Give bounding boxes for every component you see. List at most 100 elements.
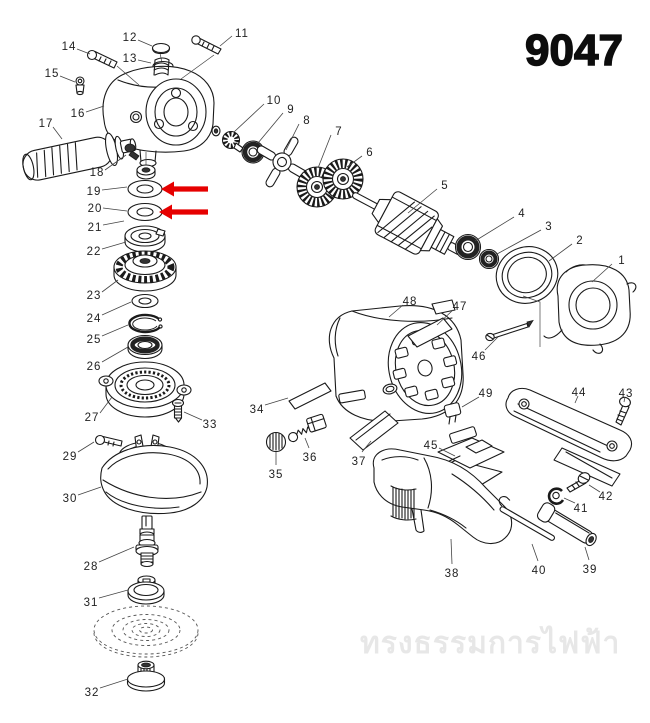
screw-43-drawing — [615, 396, 631, 426]
leader-line-part-46 — [484, 336, 499, 351]
leader-line-part-2 — [548, 243, 573, 262]
bolt-11-drawing — [180, 35, 222, 80]
highlight-arrow-part-20 — [159, 204, 208, 220]
flat-washer-19-drawing — [127, 179, 163, 199]
leader-line-part-37 — [361, 440, 372, 453]
screw-42-drawing — [566, 472, 591, 493]
part-label-21: 21 — [88, 222, 103, 234]
grinding-wheel-dashed-drawing — [93, 605, 199, 658]
leader-line-part-36 — [304, 437, 310, 449]
part-label-15: 15 — [45, 68, 60, 80]
ball-bearing-26-drawing — [127, 334, 163, 360]
part-label-8: 8 — [303, 115, 310, 127]
part-label-25: 25 — [87, 334, 102, 346]
screw-33-drawing — [171, 398, 185, 423]
leader-line-part-49 — [461, 396, 480, 408]
handle-cover-44-drawing — [505, 387, 633, 487]
rear-handle-38-drawing — [372, 448, 513, 545]
tube-39-drawing — [536, 502, 597, 547]
part-label-31: 31 — [84, 597, 99, 609]
part-label-38: 38 — [445, 568, 460, 580]
leader-line-part-7 — [317, 134, 332, 169]
part-label-27: 27 — [85, 412, 100, 424]
ball-bearing-3-drawing — [478, 248, 500, 270]
leader-line-part-45 — [438, 447, 456, 457]
leader-line-part-17 — [52, 126, 63, 140]
spacer-ring-drawing — [136, 164, 156, 180]
lock-nut-32-drawing — [126, 660, 166, 692]
leader-line-part-16 — [85, 105, 105, 113]
retainer-ring-21-22-drawing — [124, 225, 166, 253]
part-label-6: 6 — [366, 147, 373, 159]
part-label-11: 11 — [235, 28, 249, 40]
bolt-14-drawing — [86, 49, 140, 86]
brush-cap-35-drawing — [265, 431, 287, 453]
leader-line-part-40 — [531, 543, 539, 562]
part-label-7: 7 — [335, 126, 342, 138]
crown-gear-6-drawing — [322, 158, 364, 200]
part-label-48: 48 — [403, 296, 418, 308]
wheel-guard-30-drawing — [100, 434, 208, 515]
part-label-30: 30 — [63, 493, 78, 505]
leader-line-part-31 — [98, 589, 129, 599]
plug-15-drawing — [75, 76, 85, 96]
part-label-47: 47 — [453, 301, 468, 313]
leader-line-part-8 — [285, 123, 300, 151]
leader-line-part-6 — [346, 155, 363, 168]
leader-line-part-44 — [574, 395, 579, 404]
leader-line-part-21 — [102, 220, 125, 226]
leader-line-part-27 — [99, 396, 113, 414]
part-label-23: 23 — [87, 290, 102, 302]
leader-line-part-4 — [474, 216, 515, 242]
part-label-41: 41 — [574, 503, 589, 515]
leader-line-part-43 — [623, 396, 626, 403]
leader-line-part-28 — [98, 546, 135, 563]
part-label-16: 16 — [71, 108, 86, 120]
part-label-3: 3 — [545, 221, 552, 233]
model-number-title: 9047 — [524, 25, 623, 76]
baffle-ring-2-drawing — [495, 246, 559, 304]
part-label-44: 44 — [572, 387, 587, 399]
part-label-34: 34 — [250, 404, 265, 416]
part-label-1: 1 — [618, 255, 625, 267]
highlight-arrows — [159, 181, 208, 220]
name-plate-34-drawing — [288, 382, 332, 410]
leader-line-part-41 — [563, 497, 576, 504]
part-label-42: 42 — [599, 491, 614, 503]
leader-line-part-39 — [584, 546, 590, 561]
leader-line-part-42 — [588, 484, 601, 493]
motor-housing-48-drawing — [328, 299, 464, 422]
carbon-brush-36-drawing — [288, 413, 327, 443]
flat-washer-20-drawing — [127, 202, 163, 222]
pinion-washer-drawing — [211, 125, 221, 137]
part-label-2: 2 — [576, 235, 583, 247]
part-label-12: 12 — [123, 32, 138, 44]
pinion-gear-10-drawing — [221, 130, 244, 153]
spindle-28-drawing — [135, 515, 159, 568]
part-label-19: 19 — [87, 186, 102, 198]
part-label-32: 32 — [85, 687, 100, 699]
leader-line-part-10 — [233, 103, 265, 133]
clamp-screw-29-drawing — [94, 434, 123, 447]
part-label-29: 29 — [63, 451, 78, 463]
part-label-9: 9 — [287, 104, 294, 116]
part-label-22: 22 — [87, 246, 102, 258]
leader-line-part-24 — [101, 301, 132, 316]
leader-line-part-13 — [137, 59, 152, 64]
part-label-33: 33 — [203, 419, 218, 431]
part-label-46: 46 — [472, 351, 487, 363]
part-label-37: 37 — [352, 456, 367, 468]
leader-line-part-32 — [99, 678, 129, 689]
leader-line-part-47 — [436, 309, 454, 326]
part-label-4: 4 — [518, 208, 525, 220]
part-label-43: 43 — [619, 388, 634, 400]
leader-line-part-38 — [450, 538, 453, 565]
part-label-35: 35 — [269, 469, 284, 481]
leader-line-part-29 — [77, 441, 95, 453]
bearing-box-27-drawing — [98, 361, 192, 418]
inner-flange-31-drawing — [127, 575, 165, 605]
rod-40-drawing — [498, 496, 555, 541]
bevel-gear-23-drawing — [113, 250, 177, 292]
leader-line-part-20 — [102, 207, 128, 212]
